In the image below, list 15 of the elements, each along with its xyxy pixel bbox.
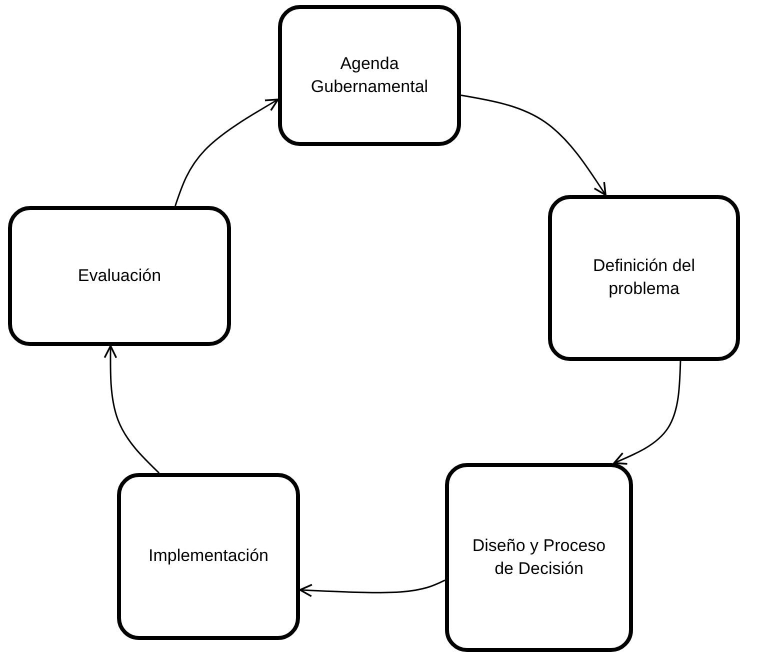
arrow <box>613 360 682 465</box>
arrow <box>299 580 446 598</box>
box-label: Diseño y Proceso de Decisión <box>471 534 607 580</box>
box-label: Implementación <box>148 545 268 568</box>
process-box <box>278 5 461 146</box>
process-box <box>445 463 633 652</box>
box-label: Definición del problema <box>592 255 696 300</box>
arrow <box>174 98 279 206</box>
process-box <box>548 195 740 361</box>
arrow <box>460 94 606 196</box>
process-box <box>8 206 231 346</box>
box-label: Evaluación <box>78 264 162 287</box>
box-label: Agenda Gubernamental <box>310 52 430 98</box>
arrow <box>104 345 160 474</box>
process-box <box>117 473 300 640</box>
